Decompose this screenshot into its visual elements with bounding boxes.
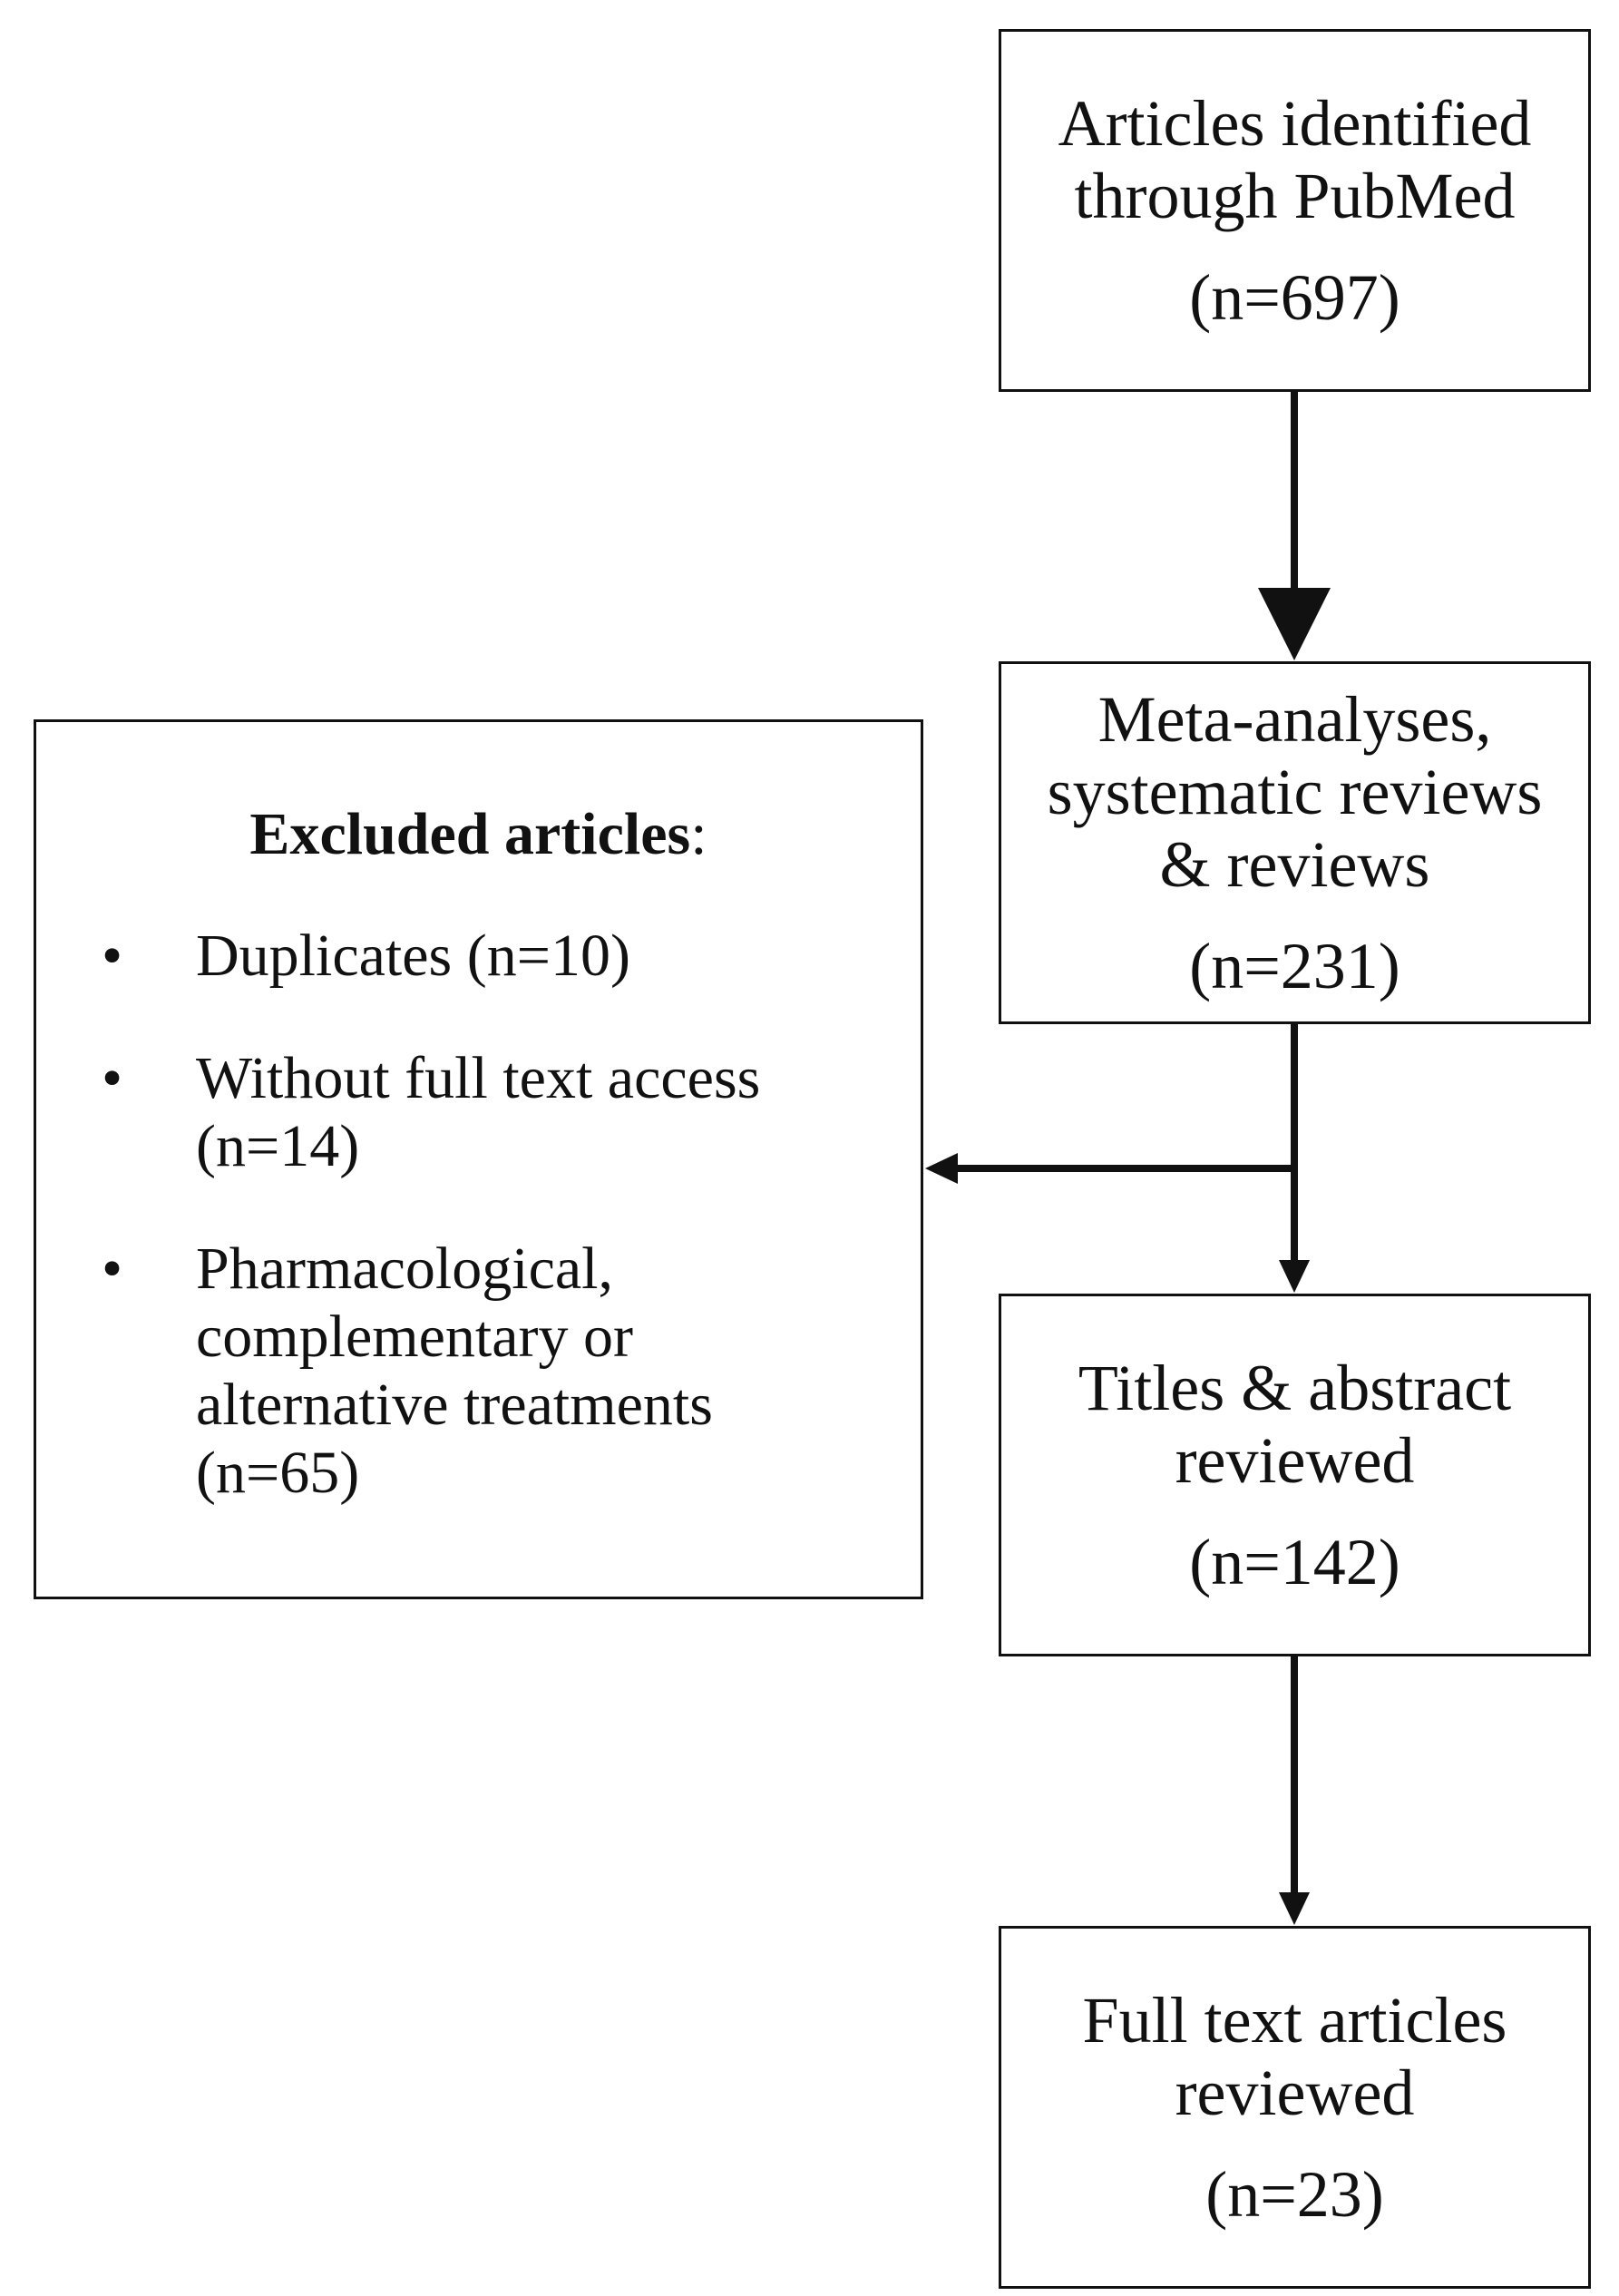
meta-analyses-count: (n=231)	[1189, 930, 1400, 1002]
excluded-item-no-full-text: • Without full text access (n=14)	[36, 1044, 921, 1180]
full-text-box: Full text articles reviewed (n=23)	[999, 1926, 1591, 2289]
bullet-icon: •	[102, 1045, 123, 1111]
excluded-list: • Duplicates (n=10) • Without full text …	[36, 922, 921, 1561]
excluded-item-text: Pharmacological, complementary or altern…	[196, 1236, 713, 1506]
excluded-item-treatments: • Pharmacological, complementary or alte…	[36, 1235, 921, 1507]
titles-abstract-count: (n=142)	[1189, 1526, 1400, 1598]
bullet-icon: •	[102, 1236, 123, 1302]
bullet-icon: •	[102, 923, 123, 989]
identified-count: (n=697)	[1189, 261, 1400, 334]
titles-abstract-title: Titles & abstract reviewed	[1078, 1352, 1512, 1497]
full-text-count: (n=23)	[1205, 2158, 1384, 2231]
identified-title: Articles identified through PubMed	[1058, 87, 1532, 232]
excluded-articles-box: Excluded articles: • Duplicates (n=10) •…	[34, 719, 923, 1599]
meta-analyses-title: Meta-analyses, systematic reviews & revi…	[1047, 683, 1543, 901]
excluded-item-duplicates: • Duplicates (n=10)	[36, 922, 921, 990]
excluded-heading-colon: :	[690, 801, 707, 867]
full-text-title: Full text articles reviewed	[1082, 1984, 1507, 2129]
titles-abstract-box: Titles & abstract reviewed (n=142)	[999, 1294, 1591, 1656]
excluded-item-text: Duplicates (n=10)	[196, 923, 630, 989]
excluded-heading-label: Excluded articles	[249, 801, 691, 867]
identified-box: Articles identified through PubMed (n=69…	[999, 29, 1591, 392]
excluded-item-text: Without full text access (n=14)	[196, 1045, 761, 1179]
arrow-branch-to-excluded-head	[925, 1153, 958, 1184]
arrow-meta-to-titles-head	[1279, 1260, 1310, 1293]
arrow-titles-to-fulltext-head	[1279, 1892, 1310, 1925]
excluded-heading: Excluded articles:	[36, 800, 921, 868]
meta-analyses-box: Meta-analyses, systematic reviews & revi…	[999, 661, 1591, 1024]
